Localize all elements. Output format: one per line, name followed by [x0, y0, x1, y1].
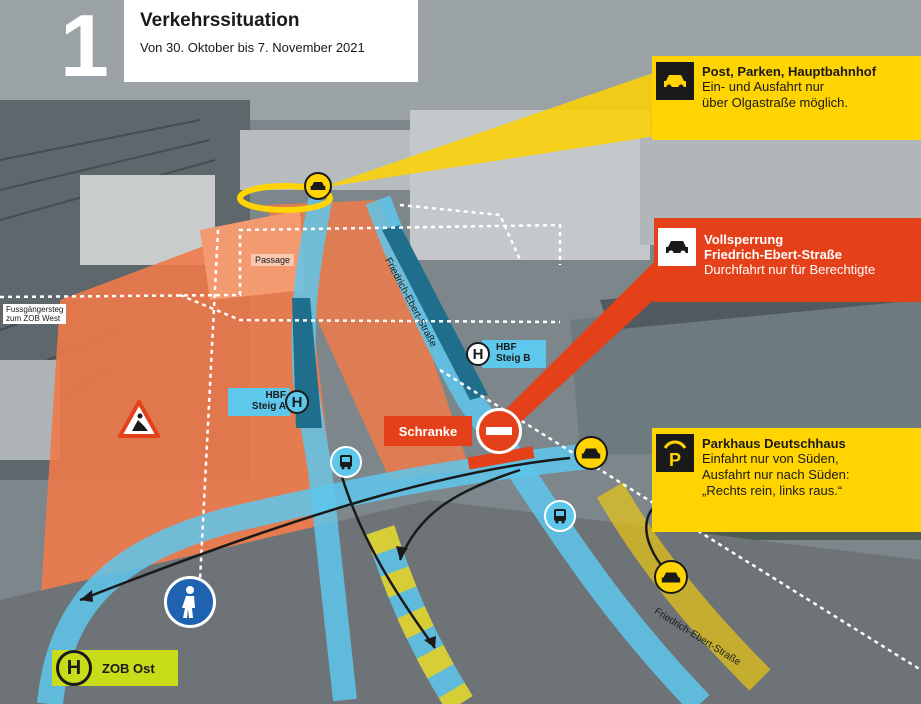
title-box: Verkehrssituation Von 30. Oktober bis 7.…	[124, 0, 418, 82]
haltestelle-icon-steig-a: H	[285, 390, 309, 414]
fussgaengersteg-label: Fussgängersteg zum ZOB West	[3, 304, 67, 324]
callout-leader-vollsperrung	[500, 260, 670, 430]
callout-post-text: Post, Parken, Hauptbahnhof Ein- und Ausf…	[702, 64, 876, 111]
callout-vollsperrung-text: Vollsperrung Friedrich-Ebert-Straße Durc…	[704, 232, 875, 278]
steig-b-line1: HBF	[496, 342, 517, 353]
car-icon-glyph	[581, 448, 601, 458]
callout-parkhaus-line3: „Rechts rein, links raus.“	[702, 483, 843, 498]
callout-vollsperrung: Vollsperrung Friedrich-Ebert-Straße Durc…	[654, 218, 921, 302]
car-icon-closed-glyph	[666, 241, 688, 256]
fussgaengersteg-line1: Fussgängersteg	[6, 305, 64, 314]
bus-icon-glyph	[554, 509, 566, 524]
steig-a-label: HBF Steig A	[228, 388, 290, 416]
parking-icon: P	[656, 434, 694, 472]
parking-symbol: P	[669, 450, 681, 468]
arrow-heads	[80, 546, 436, 648]
callout-parkhaus-line2: Ausfahrt nur nach Süden:	[702, 467, 850, 482]
schranke-label: Schranke	[384, 416, 472, 446]
callout-post-line1: Ein- und Ausfahrt nur	[702, 79, 825, 94]
steig-a-line2: Steig A	[251, 401, 286, 412]
page-subtitle: Von 30. Oktober bis 7. November 2021	[140, 40, 365, 55]
car-icon-closed	[658, 228, 696, 266]
section-number: 1	[60, 0, 109, 95]
steig-b-label: HBF Steig B	[482, 340, 546, 368]
parking-icon-glyph: P	[663, 440, 687, 468]
callout-parkhaus-heading: Parkhaus Deutschhaus	[702, 436, 846, 451]
callout-post-parken: Post, Parken, Hauptbahnhof Ein- und Ausf…	[652, 56, 921, 140]
callout-vollsperrung-line1: Durchfahrt nur für Berechtigte	[704, 262, 876, 277]
callout-post-heading: Post, Parken, Hauptbahnhof	[702, 64, 877, 79]
haltestelle-icon-steig-b: H	[466, 342, 490, 366]
car-icon	[304, 172, 332, 200]
callout-vollsperrung-heading2: Friedrich-Ebert-Straße	[704, 247, 842, 262]
no-entry-icon	[476, 408, 522, 454]
page-title: Verkehrssituation	[140, 10, 300, 31]
road-blue-loop	[37, 442, 602, 704]
building-west	[80, 175, 215, 265]
pedestrian-icon	[164, 576, 216, 628]
passage-label: Passage	[251, 254, 295, 266]
car-icon-glyph	[661, 572, 681, 582]
car-icon	[574, 436, 608, 470]
bus-icon	[544, 500, 576, 532]
callout-parkhaus: P Parkhaus Deutschhaus Einfahrt nur von …	[652, 428, 921, 532]
steig-b-line2: Steig B	[496, 353, 531, 364]
lower-roads	[0, 500, 921, 704]
bus-lane-steig-b	[382, 225, 488, 400]
car-icon	[654, 560, 688, 594]
haltestelle-icon-zob: H	[56, 650, 92, 686]
bus-icon	[330, 446, 362, 478]
callout-vollsperrung-heading1: Vollsperrung	[704, 232, 784, 247]
car-icon	[656, 62, 694, 100]
train	[0, 360, 60, 460]
callout-parkhaus-line1: Einfahrt nur von Süden,	[702, 451, 839, 466]
callout-parkhaus-text: Parkhaus Deutschhaus Einfahrt nur von Sü…	[702, 436, 849, 499]
steig-a-line1: HBF	[265, 390, 286, 401]
parking-loop	[237, 183, 333, 213]
callout-leader-post	[320, 72, 656, 188]
barrier-bar	[467, 446, 535, 470]
construction-warning-icon	[118, 400, 160, 438]
direction-arrows	[79, 456, 666, 649]
car-icon-glyph	[310, 182, 326, 190]
pedestrian-icon-glyph	[182, 586, 195, 618]
fussgaengersteg-line2: zum ZOB West	[6, 314, 61, 323]
car-icon-glyph	[664, 75, 686, 90]
callout-post-line2: über Olgastraße möglich.	[702, 95, 848, 110]
bus-icon-glyph	[340, 455, 352, 470]
